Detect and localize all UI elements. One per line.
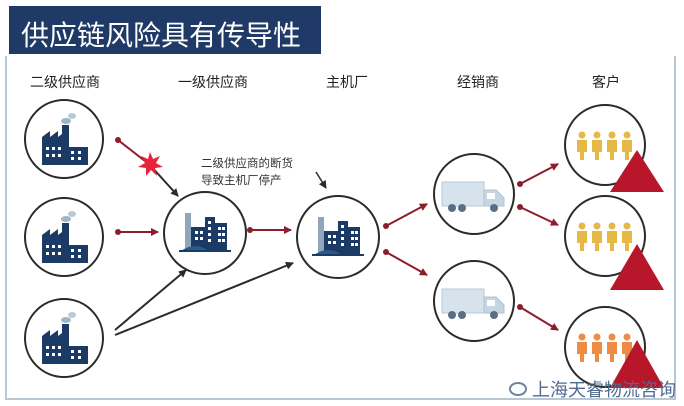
warning-triangle-icon: [610, 244, 664, 290]
title-bar: 供应链风险具有传导性: [9, 6, 321, 54]
label-tier2-supplier: 二级供应商: [30, 75, 100, 91]
watermark: 上海天睿物流咨询: [509, 376, 676, 402]
label-oem: 主机厂: [326, 75, 368, 91]
burst-icon: [138, 152, 163, 176]
warning-triangle-icon: [610, 340, 664, 388]
watermark-text: 上海天睿物流咨询: [532, 380, 676, 401]
flow-arrows: [114, 137, 559, 336]
customer-node: [564, 195, 664, 290]
oem-node: [296, 195, 380, 279]
tier2-supplier-node: [24, 197, 104, 277]
label-dealer: 经销商: [457, 75, 499, 91]
label-customer: 客户: [592, 75, 620, 91]
diagram-title: 供应链风险具有传导性: [21, 19, 302, 52]
label-tier1-supplier: 一级供应商: [178, 75, 248, 91]
tier2-supplier-node: [24, 99, 104, 179]
disruption-note: 二级供应商的断货 导致主机厂停产: [201, 155, 293, 189]
wechat-icon: [509, 382, 527, 396]
tier2-supplier-node: [24, 298, 104, 378]
customer-node: [564, 104, 664, 192]
note-line-2: 导致主机厂停产: [201, 173, 282, 187]
dealer-node: [433, 153, 515, 235]
dealer-node: [433, 260, 515, 342]
tier1-supplier-node: [163, 191, 247, 275]
customer-node: [564, 306, 664, 388]
note-line-1: 二级供应商的断货: [201, 156, 293, 170]
warning-triangle-icon: [610, 150, 664, 192]
